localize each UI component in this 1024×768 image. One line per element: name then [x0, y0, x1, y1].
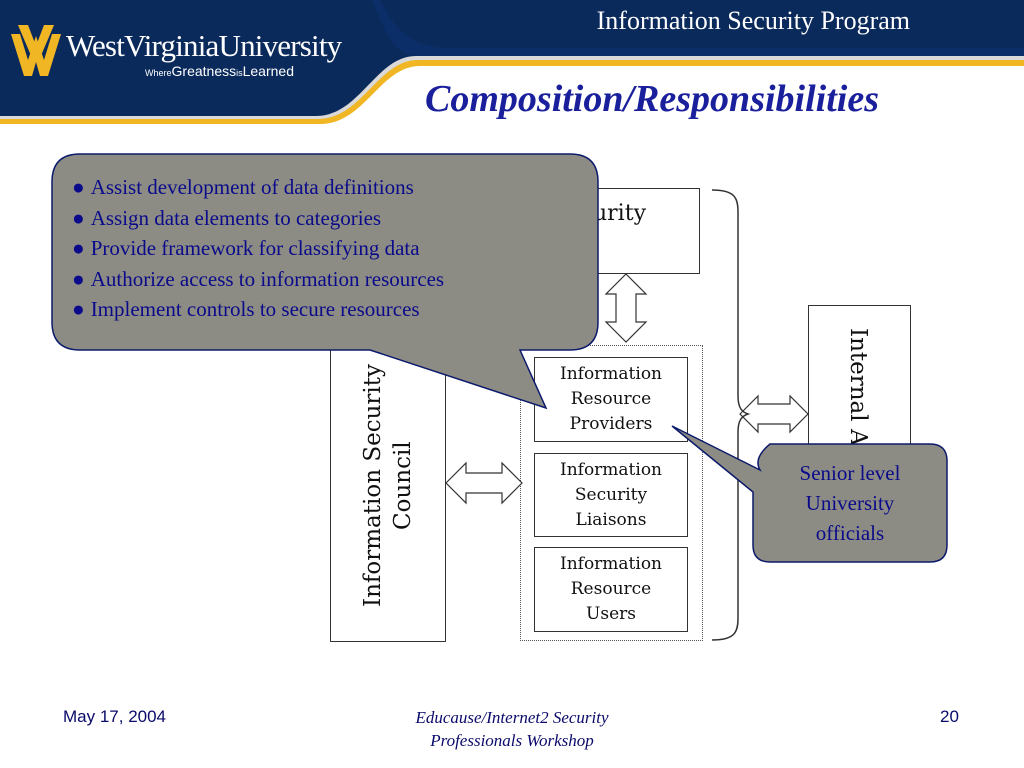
- information-security-council-box: Information Security Council: [330, 328, 446, 642]
- university-name: WestVirginiaUniversity: [66, 28, 342, 63]
- information-resource-users-box: Information Resource Users: [534, 547, 688, 632]
- program-title: Information Security Program: [596, 6, 910, 35]
- list-item: ●Provide framework for classifying data: [72, 236, 420, 260]
- information-security-liaisons-box: Information Security Liaisons: [534, 453, 688, 537]
- list-item: ●Assist development of data definitions: [72, 175, 414, 199]
- council-label: Information Security Council: [360, 363, 416, 607]
- header-banner: [0, 0, 1024, 124]
- information-resource-providers-box: Information Resource Providers: [534, 357, 688, 442]
- internal-audit-label: Internal A: [845, 328, 871, 446]
- list-item: ●Authorize access to information resourc…: [72, 266, 445, 291]
- university-tagline: WhereGreatnessisLearned: [145, 63, 294, 79]
- list-item: ●Implement controls to secure resources: [72, 297, 420, 321]
- wvu-flying-wv-logo-icon: [11, 25, 61, 76]
- senior-officials-callout: Senior level University officials: [799, 461, 901, 545]
- slide-number: 20: [940, 707, 959, 726]
- list-item: ●Assign data elements to categories: [72, 205, 382, 230]
- slide-title: Composition/Responsibilities: [425, 78, 879, 120]
- responsibilities-list: ●Assist development of data definitions …: [55, 160, 590, 346]
- footer-event: Educause/Internet2 Security Professional…: [415, 708, 609, 750]
- footer-date: May 17, 2004: [63, 707, 167, 726]
